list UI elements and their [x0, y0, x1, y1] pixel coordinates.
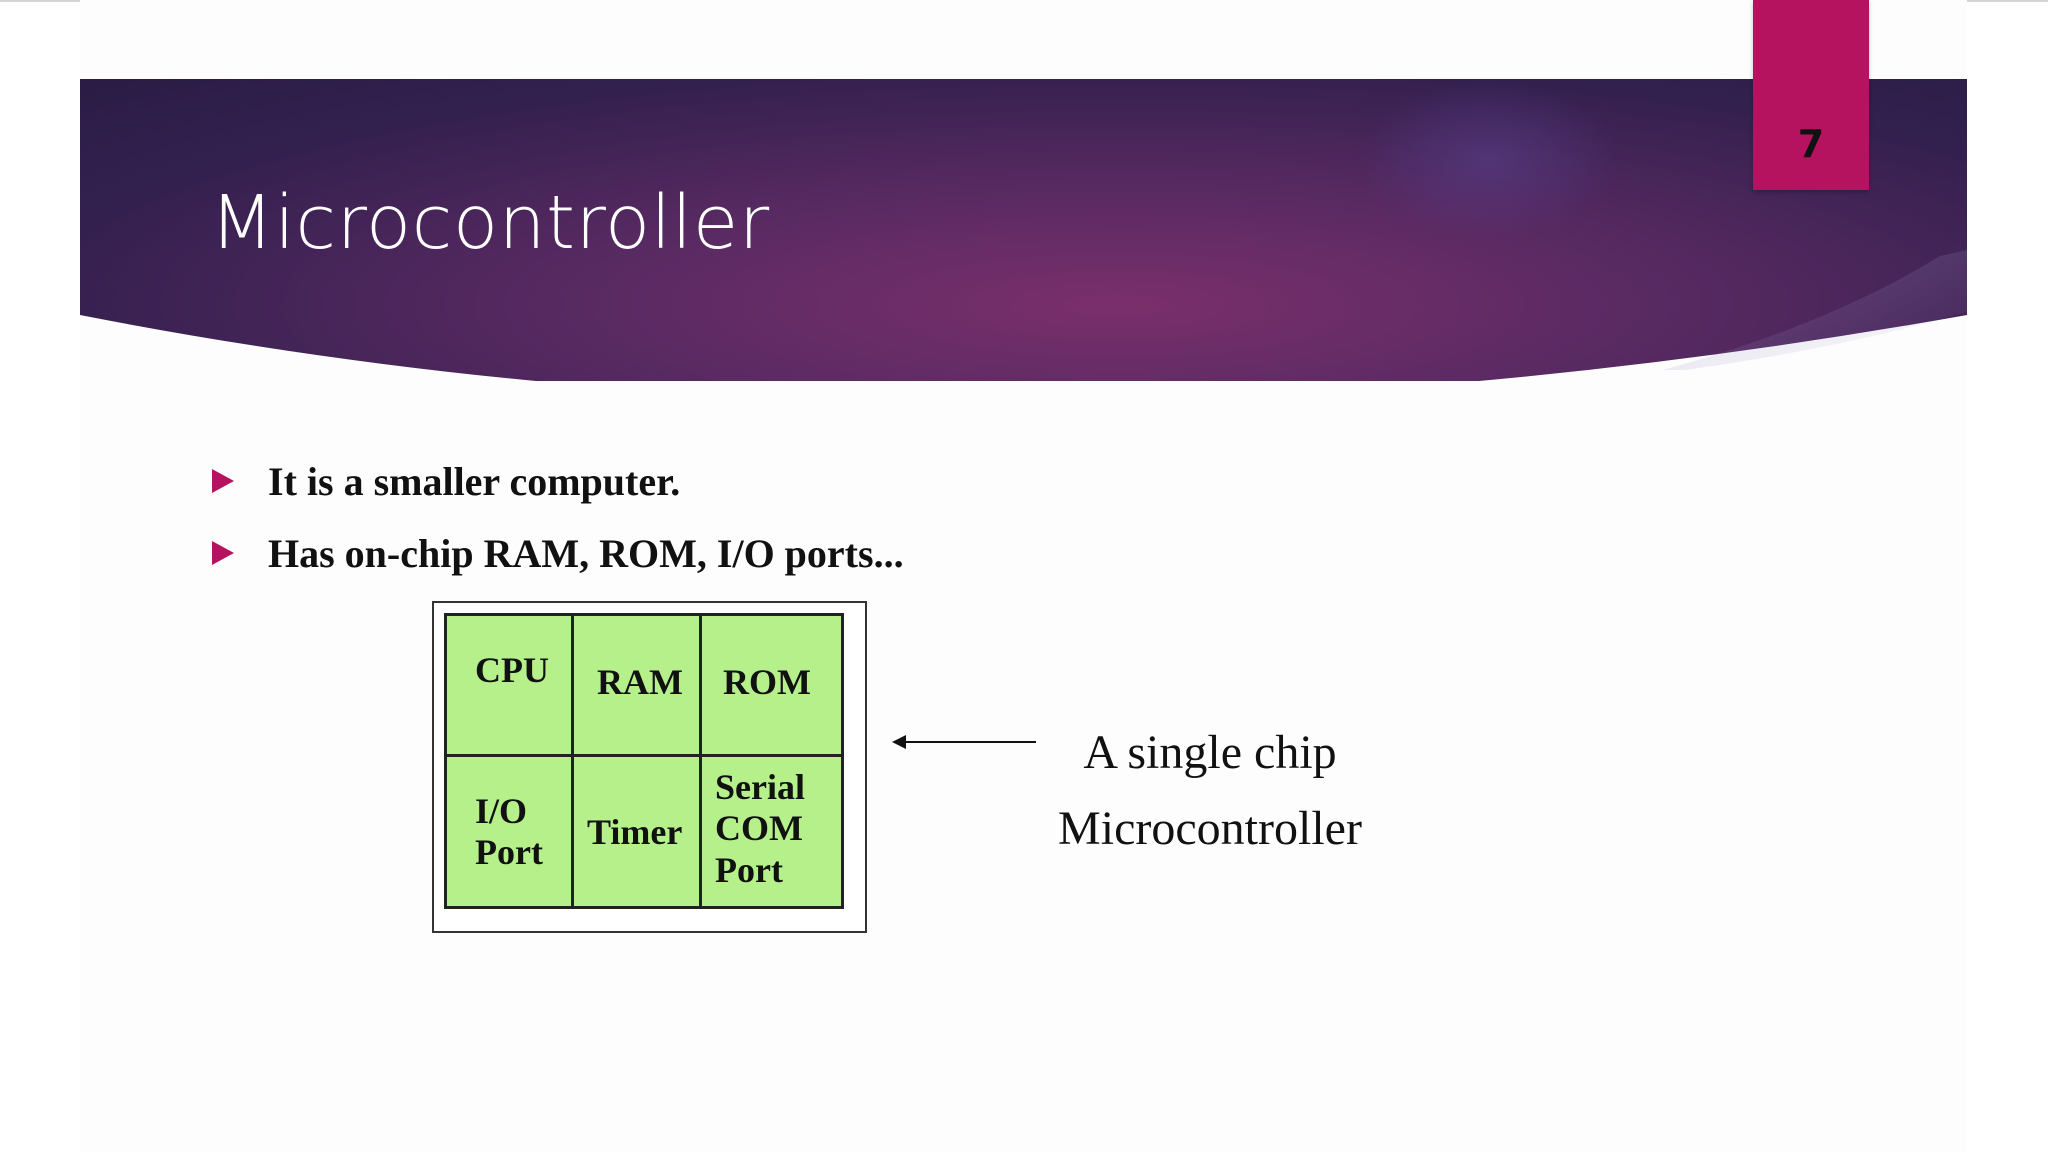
- caption-line: Microcontroller: [1058, 802, 1362, 855]
- cell-io-port-line: Port: [475, 832, 543, 873]
- title-banner: [80, 79, 1967, 381]
- page-number: 7: [1797, 122, 1825, 166]
- cell-io-port: I/O Port: [475, 791, 543, 874]
- bullet-list: It is a smaller computer. Has on-chip RA…: [210, 445, 904, 589]
- microcontroller-chip-diagram: CPU RAM ROM I/O Port Timer Serial COM Po…: [444, 613, 844, 909]
- bullet-arrow-icon: [212, 469, 234, 493]
- bullet-item: Has on-chip RAM, ROM, I/O ports...: [210, 517, 904, 589]
- banner-glow: [1360, 79, 1620, 239]
- cell-serial-line: Port: [715, 849, 783, 890]
- cell-serial-com-port: Serial COM Port: [715, 767, 805, 891]
- grid-divider: [447, 754, 841, 757]
- page-number-tab: 7: [1753, 0, 1869, 190]
- cell-rom: ROM: [723, 662, 811, 702]
- cell-io-port-line: I/O: [475, 791, 528, 831]
- slide-title: Microcontroller: [210, 180, 770, 266]
- diagram-caption: A single chip Microcontroller: [1050, 715, 1370, 867]
- cell-cpu: CPU: [475, 650, 549, 690]
- cell-serial-line: Serial: [715, 767, 805, 807]
- arrow-line: [896, 741, 1036, 743]
- bullet-text: Has on-chip RAM, ROM, I/O ports...: [268, 530, 904, 576]
- bullet-item: It is a smaller computer.: [210, 445, 904, 517]
- bullet-text: It is a smaller computer.: [268, 458, 681, 504]
- grid-divider: [571, 616, 574, 906]
- cell-timer: Timer: [587, 812, 683, 852]
- cell-serial-line: COM: [715, 808, 803, 849]
- cell-ram: RAM: [597, 662, 683, 702]
- caption-line: A single chip: [1083, 726, 1337, 779]
- bullet-arrow-icon: [212, 541, 234, 565]
- grid-divider: [699, 616, 702, 906]
